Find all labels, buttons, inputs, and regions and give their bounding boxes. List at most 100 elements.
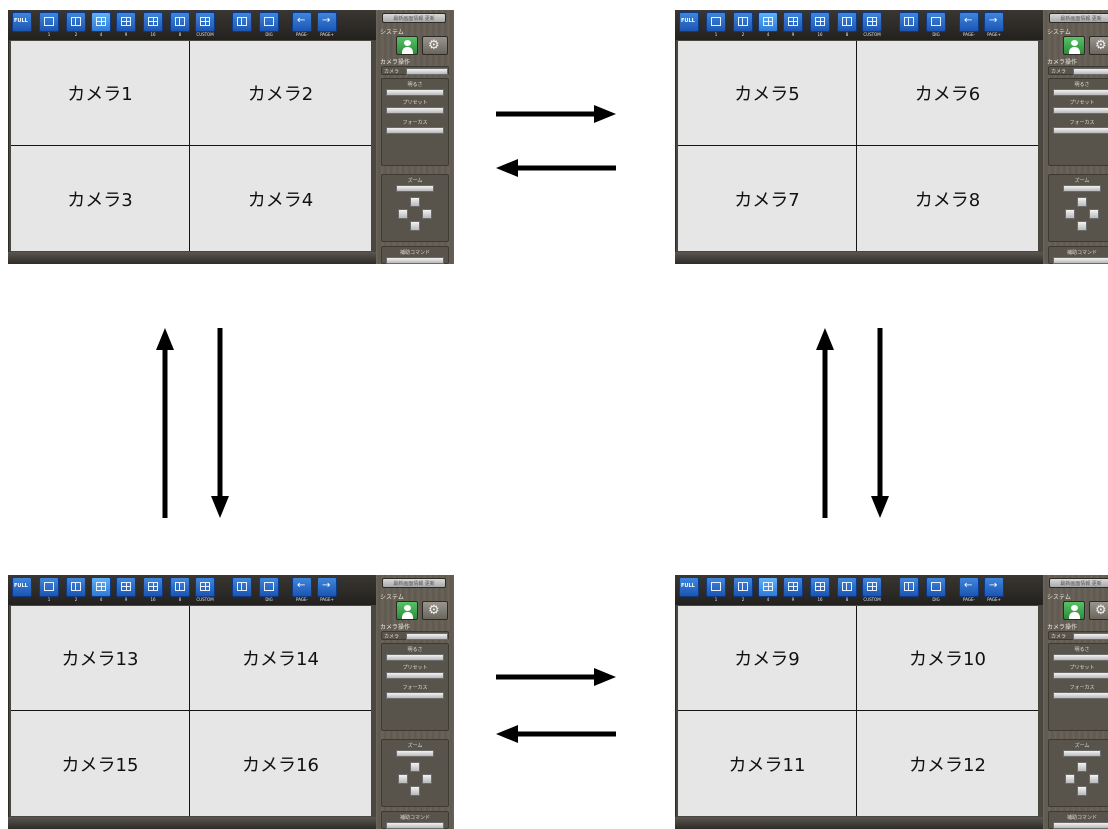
layout-1-button[interactable] — [39, 12, 59, 32]
refresh-button[interactable]: 最新画面情報 更新 — [382, 13, 446, 23]
layout-custom-button[interactable] — [195, 577, 215, 597]
layout-16-button[interactable] — [810, 12, 830, 32]
user-button[interactable] — [1063, 601, 1085, 620]
layout-2-button[interactable] — [733, 577, 753, 597]
brightness-buttons[interactable] — [386, 654, 444, 661]
zoom-buttons[interactable] — [1063, 750, 1101, 757]
dig-button[interactable] — [259, 577, 279, 597]
layout-2-button[interactable] — [733, 12, 753, 32]
layout-9-button[interactable] — [783, 12, 803, 32]
info-button[interactable] — [899, 577, 919, 597]
info-button[interactable] — [899, 12, 919, 32]
page-prev-button[interactable]: ← — [959, 12, 979, 32]
camera-cell[interactable]: カメラ1 — [11, 41, 189, 145]
aux-command-select[interactable] — [386, 257, 444, 264]
camera-cell[interactable]: カメラ8 — [857, 146, 1038, 251]
page-next-button[interactable]: → — [317, 577, 337, 597]
preset-select[interactable] — [386, 107, 444, 114]
aux-command-select[interactable] — [1053, 822, 1108, 829]
layout-8-button[interactable] — [170, 12, 190, 32]
settings-button[interactable]: ⚙ — [1089, 36, 1108, 55]
pan-left-button[interactable] — [398, 774, 408, 784]
refresh-button[interactable]: 最新画面情報 更新 — [1049, 13, 1108, 23]
pan-right-button[interactable] — [422, 774, 432, 784]
pan-down-button[interactable] — [1077, 221, 1087, 231]
aux-command-select[interactable] — [1053, 257, 1108, 264]
camera-cell[interactable]: カメラ5 — [678, 41, 856, 145]
camera-cell[interactable]: カメラ7 — [678, 146, 856, 251]
camera-select[interactable] — [1073, 633, 1108, 640]
dig-button[interactable] — [926, 577, 946, 597]
user-button[interactable] — [396, 36, 418, 55]
page-prev-button[interactable]: ← — [959, 577, 979, 597]
pan-down-button[interactable] — [410, 221, 420, 231]
brightness-buttons[interactable] — [1053, 89, 1108, 96]
refresh-button[interactable]: 最新画面情報 更新 — [382, 578, 446, 588]
layout-8-button[interactable] — [170, 577, 190, 597]
pan-down-button[interactable] — [1077, 786, 1087, 796]
layout-1-button[interactable] — [39, 577, 59, 597]
full-screen-button[interactable]: FULL — [679, 577, 699, 597]
camera-select[interactable] — [406, 633, 448, 640]
camera-cell[interactable]: カメラ6 — [857, 41, 1038, 145]
layout-1-button[interactable] — [706, 12, 726, 32]
preset-select[interactable] — [1053, 672, 1108, 679]
user-button[interactable] — [396, 601, 418, 620]
pan-left-button[interactable] — [1065, 774, 1075, 784]
layout-4-button[interactable] — [758, 577, 778, 597]
layout-8-button[interactable] — [837, 12, 857, 32]
camera-cell[interactable]: カメラ3 — [11, 146, 189, 251]
layout-4-button[interactable] — [758, 12, 778, 32]
layout-2-button[interactable] — [66, 12, 86, 32]
pan-up-button[interactable] — [1077, 197, 1087, 207]
dig-button[interactable] — [926, 12, 946, 32]
camera-select[interactable] — [406, 68, 448, 75]
pan-left-button[interactable] — [1065, 209, 1075, 219]
layout-2-button[interactable] — [66, 577, 86, 597]
page-next-button[interactable]: → — [984, 577, 1004, 597]
dig-button[interactable] — [259, 12, 279, 32]
pan-up-button[interactable] — [410, 762, 420, 772]
layout-16-button[interactable] — [810, 577, 830, 597]
page-next-button[interactable]: → — [317, 12, 337, 32]
zoom-buttons[interactable] — [396, 750, 434, 757]
camera-cell[interactable]: カメラ4 — [190, 146, 371, 251]
settings-button[interactable]: ⚙ — [422, 36, 448, 55]
zoom-buttons[interactable] — [1063, 185, 1101, 192]
focus-buttons[interactable] — [386, 127, 444, 134]
layout-1-button[interactable] — [706, 577, 726, 597]
user-button[interactable] — [1063, 36, 1085, 55]
focus-buttons[interactable] — [1053, 692, 1108, 699]
page-prev-button[interactable]: ← — [292, 577, 312, 597]
layout-9-button[interactable] — [116, 577, 136, 597]
focus-buttons[interactable] — [1053, 127, 1108, 134]
camera-cell[interactable]: カメラ15 — [11, 711, 189, 816]
focus-buttons[interactable] — [386, 692, 444, 699]
pan-down-button[interactable] — [410, 786, 420, 796]
page-prev-button[interactable]: ← — [292, 12, 312, 32]
pan-right-button[interactable] — [1089, 774, 1099, 784]
layout-9-button[interactable] — [783, 577, 803, 597]
brightness-buttons[interactable] — [1053, 654, 1108, 661]
preset-select[interactable] — [386, 672, 444, 679]
camera-select[interactable] — [1073, 68, 1108, 75]
camera-cell[interactable]: カメラ12 — [857, 711, 1038, 816]
pan-right-button[interactable] — [422, 209, 432, 219]
layout-custom-button[interactable] — [862, 12, 882, 32]
refresh-button[interactable]: 最新画面情報 更新 — [1049, 578, 1108, 588]
zoom-buttons[interactable] — [396, 185, 434, 192]
brightness-buttons[interactable] — [386, 89, 444, 96]
aux-command-select[interactable] — [386, 822, 444, 829]
layout-custom-button[interactable] — [862, 577, 882, 597]
full-screen-button[interactable]: FULL — [12, 12, 32, 32]
camera-cell[interactable]: カメラ11 — [678, 711, 856, 816]
pan-right-button[interactable] — [1089, 209, 1099, 219]
pan-up-button[interactable] — [1077, 762, 1087, 772]
pan-up-button[interactable] — [410, 197, 420, 207]
info-button[interactable] — [232, 12, 252, 32]
settings-button[interactable]: ⚙ — [1089, 601, 1108, 620]
camera-cell[interactable]: カメラ13 — [11, 606, 189, 710]
settings-button[interactable]: ⚙ — [422, 601, 448, 620]
preset-select[interactable] — [1053, 107, 1108, 114]
full-screen-button[interactable]: FULL — [12, 577, 32, 597]
